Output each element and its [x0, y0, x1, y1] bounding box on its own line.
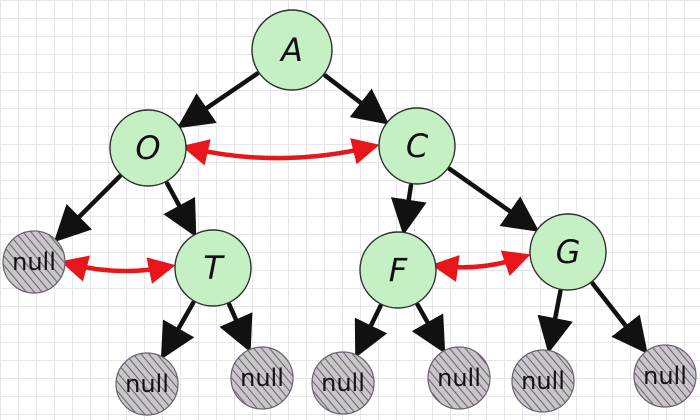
tree-node-O: O — [109, 109, 187, 187]
edge-O-T — [163, 180, 197, 238]
edge-C-G — [447, 166, 540, 232]
null-node: null — [311, 351, 375, 415]
node-label: F — [389, 251, 408, 289]
tree-node-G: G — [529, 213, 607, 291]
null-label: null — [437, 364, 481, 392]
edge-F-n5 — [411, 302, 446, 354]
node-circle — [109, 109, 187, 187]
edge-G-n6 — [537, 289, 573, 354]
null-node: null — [115, 352, 179, 416]
null-node-circle — [115, 352, 179, 416]
null-label: null — [643, 362, 687, 390]
null-label: null — [240, 364, 284, 392]
null-label: null — [125, 370, 169, 398]
null-node: null — [230, 346, 294, 410]
edge-T-n3 — [219, 302, 253, 353]
sibling-links-layer — [60, 138, 531, 284]
null-node-circle — [511, 349, 575, 413]
node-circle — [251, 9, 333, 91]
node-label: A — [279, 31, 303, 69]
node-label: T — [203, 249, 225, 287]
null-label: null — [321, 369, 365, 397]
edge-G-n7 — [590, 281, 648, 354]
tree-node-F: F — [359, 231, 437, 309]
tree-node-T: T — [174, 229, 252, 307]
sibling-link-n1-T — [60, 255, 176, 284]
sibling-link-O-C — [181, 138, 380, 166]
sibling-link-F-G — [431, 250, 531, 282]
null-node-circle — [633, 344, 697, 408]
edge-A-O — [176, 71, 260, 129]
tree-node-C: C — [378, 107, 456, 185]
null-node-circle — [230, 346, 294, 410]
node-label: O — [135, 129, 160, 167]
null-label: null — [521, 367, 565, 395]
node-circle — [378, 107, 456, 185]
node-circle — [529, 213, 607, 291]
node-circle — [174, 229, 252, 307]
null-node: null — [427, 346, 491, 410]
null-node: null — [633, 344, 697, 408]
edge-A-C — [323, 73, 390, 125]
edges-layer — [53, 71, 648, 360]
null-node: null — [2, 230, 66, 294]
null-node-circle — [311, 351, 375, 415]
node-circle — [359, 231, 437, 309]
edge-T-n2 — [160, 300, 196, 360]
edge-O-n1 — [53, 174, 122, 243]
null-node: null — [511, 349, 575, 413]
tree-node-A: A — [251, 9, 333, 91]
node-label: C — [406, 127, 429, 165]
node-label: G — [556, 233, 581, 271]
null-node-circle — [2, 230, 66, 294]
edge-C-F — [390, 183, 427, 236]
null-node-circle — [427, 346, 491, 410]
null-label: null — [12, 248, 56, 276]
edge-F-n4 — [354, 303, 388, 358]
